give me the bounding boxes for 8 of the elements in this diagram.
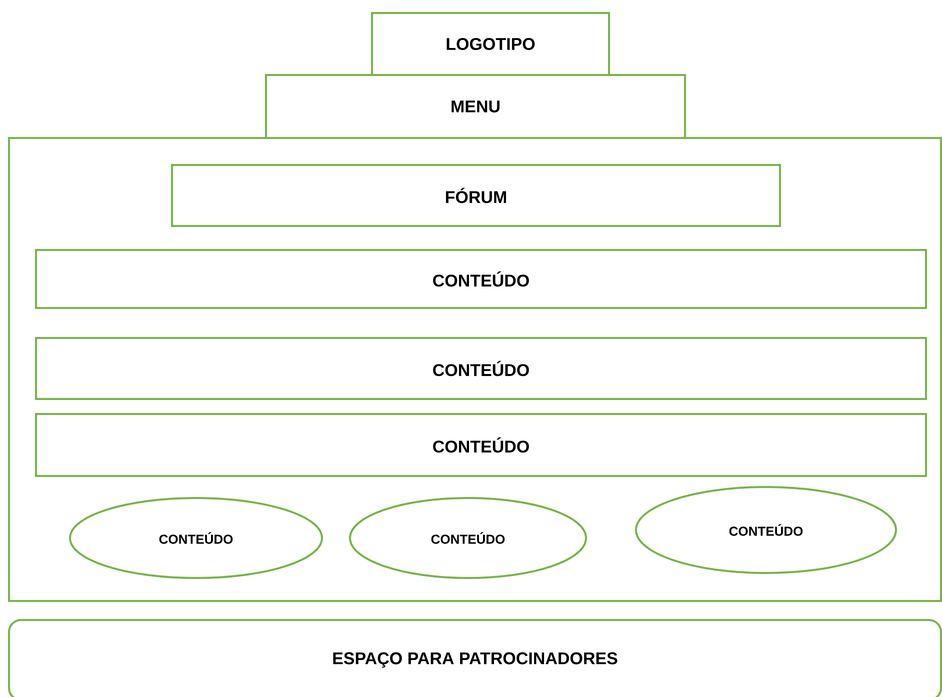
- content-box: CONTEÚDO: [35, 337, 927, 400]
- forum-box: FÓRUM: [171, 164, 781, 227]
- content-box: CONTEÚDO: [35, 413, 927, 477]
- content-frame: [8, 137, 942, 602]
- menu-box: MENU: [265, 74, 686, 139]
- sponsor-box: ESPAÇO PARA PATROCINADORES: [8, 619, 942, 697]
- header-box: LOGOTIPO: [371, 12, 610, 76]
- content-box: CONTEÚDO: [35, 249, 927, 309]
